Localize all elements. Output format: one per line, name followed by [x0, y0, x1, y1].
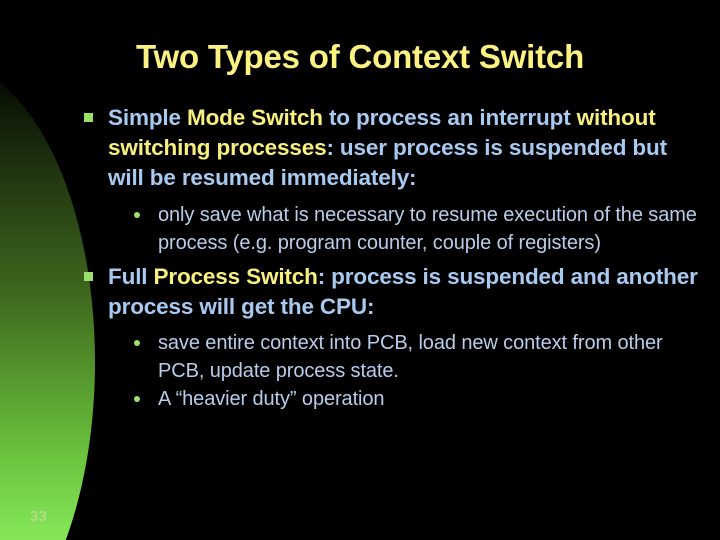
bullet-level1-full-process-switch: Full Process Switch: process is suspende…	[78, 262, 702, 322]
slide-title: Two Types of Context Switch	[135, 38, 585, 75]
bullet-run-emphasis: without switching processes	[108, 105, 656, 160]
slide-body: Simple Mode Switch to process an interru…	[78, 103, 702, 413]
bullet-run-text: only save what is necessary to resume ex…	[158, 204, 697, 254]
page-number: 33	[30, 508, 47, 525]
bullet-run-emphasis: Process Switch	[153, 264, 318, 289]
bullet-run-emphasis: Mode Switch	[186, 105, 323, 130]
dot-bullet-icon	[134, 340, 140, 346]
dot-bullet-icon	[134, 212, 140, 218]
bullet-level2-heavier-duty-operation: A “heavier duty” operation	[122, 385, 702, 413]
square-bullet-icon	[84, 113, 93, 122]
bullet-run-text: Simple	[108, 105, 187, 130]
bullet-run-text: to process an interrupt	[322, 105, 577, 130]
bullet-run-text: save entire context into PCB, load new c…	[158, 332, 663, 382]
bullet-level2-only-save-necessary: only save what is necessary to resume ex…	[122, 201, 702, 257]
bullet-run-text: : user process is suspended but will be …	[108, 135, 667, 190]
spacer	[78, 193, 702, 201]
bullet-run-text: Full	[108, 264, 154, 289]
dot-bullet-icon	[134, 396, 140, 402]
bullet-level2-save-entire-context: save entire context into PCB, load new c…	[122, 329, 702, 385]
bullet-run-text: : process is suspended and another proce…	[108, 264, 698, 319]
square-bullet-icon	[84, 272, 93, 281]
spacer	[78, 322, 702, 329]
bullet-level1-simple-mode-switch: Simple Mode Switch to process an interru…	[78, 103, 702, 193]
bullet-run-text: A “heavier duty” operation	[158, 388, 385, 410]
